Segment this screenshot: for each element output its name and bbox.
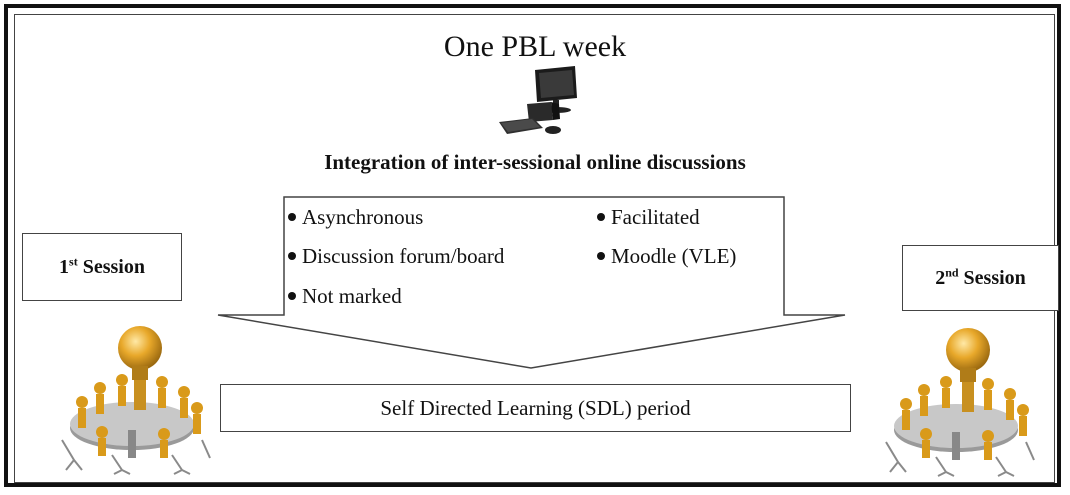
second-session-box: 2nd Session [902,245,1059,311]
meeting-lightbulb-icon [885,328,1035,477]
computer-icon [499,66,577,134]
feature-bullet: Discussion forum/board [288,244,504,269]
session-label: 2nd Session [935,264,1026,289]
meeting-lightbulb-icon [61,326,211,475]
sdl-period-box: Self Directed Learning (SDL) period [220,384,851,432]
feature-bullet: Facilitated [597,205,700,230]
bullet-dot [597,213,605,222]
sdl-period-label: Self Directed Learning (SDL) period [380,395,691,420]
bullet-dot [288,213,296,222]
bullet-dot [288,292,296,301]
diagram-title: One PBL week [443,30,627,63]
diagram-subtitle: Integration of inter-sessional online di… [324,150,746,174]
outer-frame [4,4,1061,487]
feature-bullet: Moodle (VLE) [597,244,736,269]
feature-bullet: Not marked [288,284,402,309]
first-session-box: 1st Session [22,233,182,301]
bullet-dot [597,252,605,261]
bullet-dot [288,252,296,261]
session-label: 1st Session [59,253,145,278]
feature-bullet: Asynchronous [288,205,423,230]
